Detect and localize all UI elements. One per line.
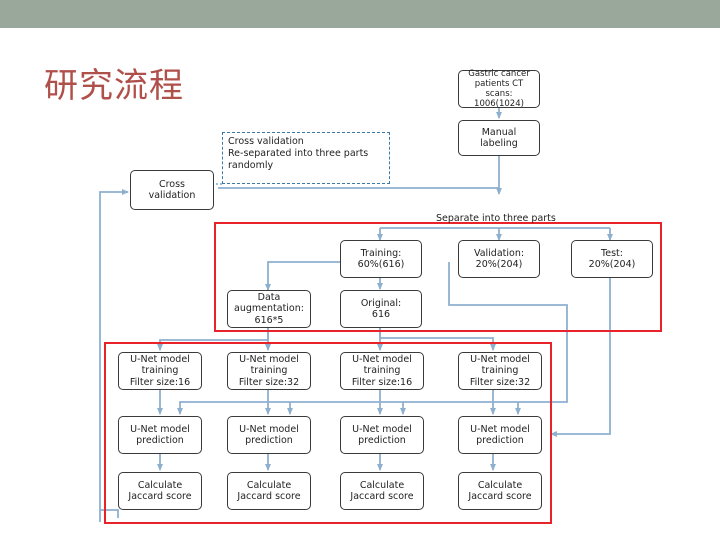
jaccard-score-box-4: Calculate Jaccard score	[458, 472, 542, 510]
source-data-box: Gastric cancer patients CT scans: 1006(1…	[458, 69, 540, 109]
original-data-box: Original: 616	[340, 290, 422, 328]
training-split-box: Training: 60%(616)	[340, 240, 422, 278]
validation-split-box: Validation: 20%(204)	[458, 240, 540, 278]
model-highlight-frame	[104, 342, 552, 524]
separation-highlight-frame	[214, 222, 662, 332]
unet-prediction-box-4: U-Net model prediction	[458, 416, 542, 454]
page-title: 研究流程	[44, 66, 184, 106]
jaccard-score-box-2: Calculate Jaccard score	[227, 472, 311, 510]
separate-label: Separate into three parts	[436, 213, 556, 224]
unet-training-box-2: U-Net model training Filter size:32	[227, 352, 311, 390]
unet-prediction-box-3: U-Net model prediction	[340, 416, 424, 454]
test-split-box: Test: 20%(204)	[571, 240, 653, 278]
cross-validation-box: Cross validation	[130, 170, 214, 210]
unet-training-box-1: U-Net model training Filter size:16	[118, 352, 202, 390]
data-augmentation-box: Data augmentation: 616*5	[227, 290, 311, 328]
line-validation-feed	[177, 262, 568, 415]
top-bar	[0, 0, 720, 28]
cross-validation-note: Cross validation Re-separated into three…	[222, 132, 390, 184]
line-loop-back	[99, 189, 129, 522]
jaccard-score-box-1: Calculate Jaccard score	[118, 472, 202, 510]
jaccard-score-box-3: Calculate Jaccard score	[340, 472, 424, 510]
unet-prediction-box-2: U-Net model prediction	[227, 416, 311, 454]
unet-training-box-3: U-Net model training Filter size:16	[340, 352, 424, 390]
manual-labeling-box: Manual labeling	[458, 120, 540, 156]
unet-training-box-4: U-Net model training Filter size:32	[458, 352, 542, 390]
unet-prediction-box-1: U-Net model prediction	[118, 416, 202, 454]
